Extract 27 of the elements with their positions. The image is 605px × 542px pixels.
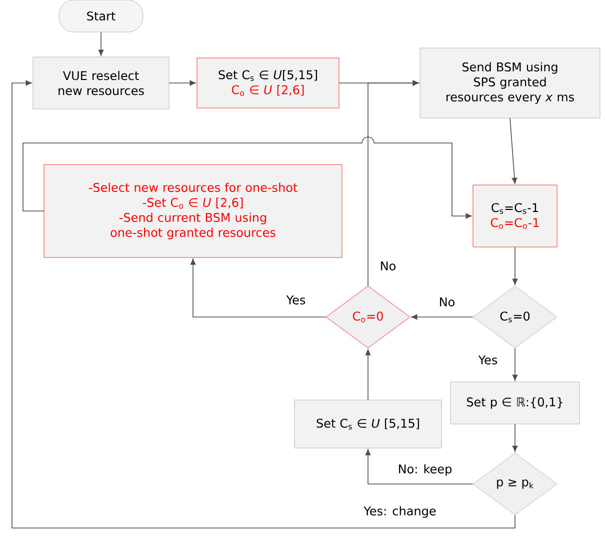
edge-label: No [438, 296, 456, 308]
edge-label: No [378, 260, 398, 272]
start-terminal: Start [58, 0, 144, 32]
edge-label: Yes: change [362, 505, 438, 519]
arrow [12, 80, 516, 528]
arrow [512, 246, 518, 285]
arrow [512, 424, 518, 452]
process-box: Send BSM using SPS granted resources every x ms [420, 48, 600, 118]
arrow [22, 136, 472, 219]
process-box: C$_{s}$=C$_{s}$-1 C$_{o}$=C$_{o}$-1 [472, 184, 558, 248]
arrow [411, 314, 474, 320]
edge-label: Yes [477, 354, 499, 366]
arrow [365, 349, 371, 400]
process-box: Set C$_{s}$ ∈ U[5,15] C$_{o}$ ∈ U [2,6] [196, 58, 340, 108]
arrow [368, 80, 419, 286]
arrow [190, 258, 326, 318]
process-box: -Select new resources for one-shot -Set C$_{o}$ ∈ U [2,6] -Send current BSM using one-shot granted resources [44, 164, 342, 258]
arrow [168, 80, 196, 86]
process-box: VUE reselect new resources [32, 56, 170, 110]
arrow [98, 32, 104, 56]
process-box: Set C$_{s}$ ∈ U [5,15] [294, 400, 442, 448]
arrow [510, 118, 518, 184]
process-box: Set p ∈ ℝ:{0,1} [450, 382, 580, 424]
arrow [365, 449, 474, 484]
arrow [512, 348, 518, 381]
edge-label: No: keep [396, 463, 454, 477]
edge-label: Yes [285, 294, 307, 306]
